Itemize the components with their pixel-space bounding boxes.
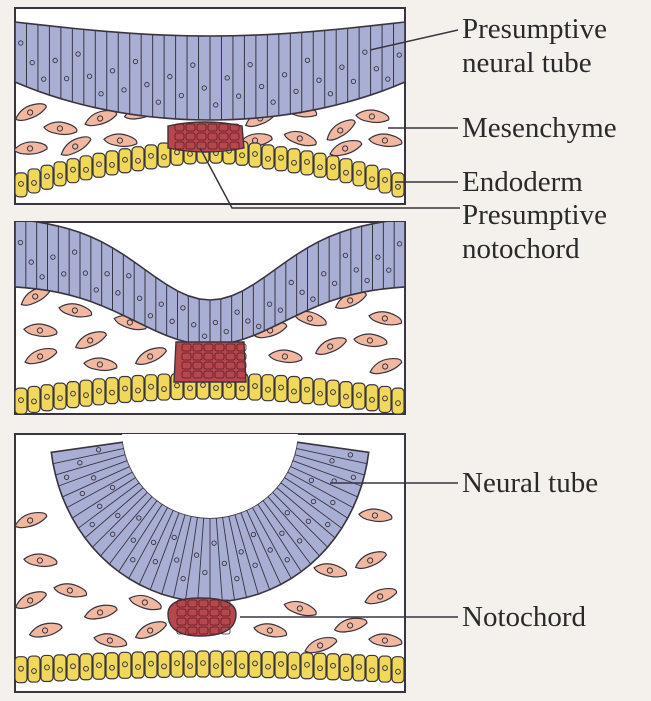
endoderm-cell xyxy=(67,382,79,408)
endoderm-cell xyxy=(249,651,261,677)
panel-bending xyxy=(15,219,405,414)
endoderm-cell xyxy=(93,153,105,177)
label-notochord: Notochord xyxy=(462,600,586,634)
label-neural-tube: Neural tube xyxy=(462,466,598,500)
label-presumptive-notochord-line2: notochord xyxy=(462,232,607,266)
endoderm-cell xyxy=(15,173,27,197)
endoderm-cell xyxy=(93,653,105,679)
endoderm-cell xyxy=(145,652,157,678)
panel-closed xyxy=(13,430,405,692)
endoderm-cell xyxy=(275,652,287,678)
endoderm-cell xyxy=(41,655,53,681)
endoderm-cell xyxy=(249,143,261,167)
endoderm-cell xyxy=(67,654,79,680)
endoderm-cell xyxy=(67,159,79,183)
panel-presumptive xyxy=(13,8,405,204)
notochord-block xyxy=(174,342,246,382)
endoderm-cell xyxy=(353,655,365,681)
endoderm-cell xyxy=(197,651,209,677)
endoderm-cell xyxy=(119,149,131,173)
endoderm-cell xyxy=(353,383,365,409)
endoderm-cell xyxy=(275,147,287,171)
endoderm-cell xyxy=(145,145,157,169)
notochord xyxy=(168,598,236,636)
endoderm-cell xyxy=(119,652,131,678)
endoderm-cell xyxy=(223,651,235,677)
endoderm-cell xyxy=(327,654,339,680)
endoderm-cell xyxy=(379,656,391,682)
endoderm-cell xyxy=(301,151,313,175)
label-presumptive-neural-tube: Presumptive neural tube xyxy=(462,12,607,80)
notochord-body xyxy=(168,598,236,636)
endoderm-cell xyxy=(353,162,365,186)
endoderm-cell xyxy=(15,388,27,414)
label-presumptive-neural-tube-line2: neural tube xyxy=(462,46,607,80)
label-presumptive-notochord: Presumptive notochord xyxy=(462,198,607,266)
presumptive-notochord xyxy=(168,122,244,152)
endoderm-cell xyxy=(327,380,339,406)
endoderm-cell xyxy=(171,651,183,677)
endoderm-cell xyxy=(41,165,53,189)
endoderm-cell xyxy=(15,657,27,683)
endoderm-cell xyxy=(275,376,287,402)
endoderm-cell xyxy=(119,376,131,402)
label-presumptive-neural-tube-line1: Presumptive xyxy=(462,12,607,46)
endoderm-cell xyxy=(301,378,313,404)
label-endoderm: Endoderm xyxy=(462,165,583,199)
endoderm-cell xyxy=(145,375,157,401)
endoderm-cell xyxy=(301,653,313,679)
endoderm-cell xyxy=(327,156,339,180)
endoderm-cell xyxy=(379,169,391,193)
label-presumptive-notochord-line1: Presumptive xyxy=(462,198,607,232)
endoderm-cell xyxy=(249,374,261,400)
endoderm-cell xyxy=(93,379,105,405)
endoderm-cell xyxy=(41,385,53,411)
label-mesenchyme: Mesenchyme xyxy=(462,111,617,145)
endoderm-cell xyxy=(379,386,391,412)
